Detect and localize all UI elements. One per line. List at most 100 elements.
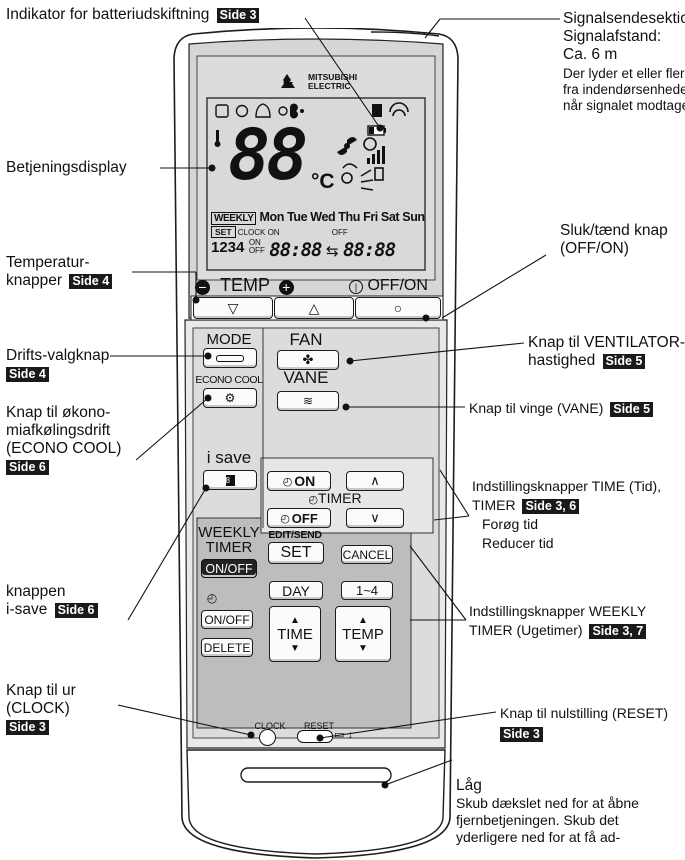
vane-label: VANE — [283, 368, 329, 387]
power-icon: | — [349, 280, 363, 294]
temp-down-button[interactable]: ▽ — [193, 297, 273, 319]
battery-callout: Indikator for batteriudskiftning Side 3 — [6, 6, 260, 24]
timer-off-label: OFF — [291, 510, 318, 526]
vane-callout: Knap til vinge (VANE) Side 5 — [469, 400, 654, 417]
program-on-tag: ON — [248, 238, 261, 247]
signal-distance-label: Signalafstand: — [563, 28, 662, 45]
delete-button[interactable]: DELETE — [201, 638, 253, 657]
timer-callout-ref: Side 3, 6 — [522, 499, 580, 514]
clock-callout-line2: (CLOCK) — [6, 700, 70, 717]
clock-callout-line1: Knap til ur — [6, 682, 76, 699]
signal-distance-value: Ca. 6 m — [563, 46, 618, 63]
timer-on-label: ON — [294, 473, 316, 489]
program-off-tag: OFF — [248, 246, 265, 255]
lid-callout: Låg — [456, 777, 482, 795]
isave-button[interactable]: 8 — [203, 470, 257, 490]
brand-label: MITSUBISHI ELECTRIC — [308, 73, 357, 91]
temp-up-button[interactable]: △ — [274, 297, 354, 319]
onoff-callout-line2: (OFF/ON) — [560, 240, 629, 257]
lid-callout-line1: Skub dækslet ned for at åbne — [456, 795, 639, 811]
time-down-triangle-icon: ▼ — [290, 642, 300, 654]
lid-callout-line2: fjernbetjeningen. Skub det — [456, 812, 619, 828]
temp-callout-ref: Side 4 — [69, 274, 113, 289]
timer-callout-up: Forøg tid — [482, 516, 539, 532]
vane-callout-ref: Side 5 — [610, 402, 654, 417]
clock-off-icon: ◴ — [280, 512, 290, 525]
clock-row: SET CLOCK ON OFF — [211, 226, 348, 238]
reset-callout: Knap til nulstilling (RESET) Side 3 — [500, 703, 668, 743]
weekly-temp-button[interactable]: ▲ TEMP ▼ — [335, 606, 391, 662]
chevron-up-icon: ∧ — [370, 473, 380, 488]
set-button[interactable]: SET — [268, 542, 324, 564]
time-up-button[interactable]: ∧ — [346, 471, 404, 491]
reset-button[interactable] — [297, 730, 333, 743]
timer-clock-icon: ◴ — [308, 494, 319, 506]
clock-on-tag: ON — [267, 228, 280, 237]
battery-arrow-icon: ▭ ↓ — [334, 729, 353, 741]
fan-callout-line1: Knap til VENTILATOR- — [528, 334, 685, 351]
isave-callout-line1: knappen — [6, 583, 66, 600]
time-down-button[interactable]: ∨ — [346, 508, 404, 528]
weekly-callout-ref: Side 3, 7 — [589, 624, 647, 639]
timer-off-button[interactable]: ◴ OFF — [267, 508, 331, 528]
weekly-onoff-button[interactable]: ON/OFF — [201, 559, 257, 578]
clock-button[interactable] — [259, 729, 276, 746]
isave-label: i save — [206, 448, 252, 467]
timer-on-button[interactable]: ◴ ON — [267, 471, 331, 491]
isave-callout: knappen i-save Side 6 — [6, 583, 98, 619]
temp-label: TEMP — [220, 275, 270, 295]
weekday-list: Mon Tue Wed Thu Fri Sat Sun — [259, 210, 426, 224]
program-row: 1234 ON OFF 88:88 ⇆ 88:88 — [211, 238, 396, 262]
clock-button-label: CLOCK — [254, 721, 286, 731]
econo-callout-line3: (ECONO COOL) — [6, 440, 122, 457]
temp-callout-line2: knapper — [6, 272, 63, 289]
fan-button[interactable]: ✤ — [277, 350, 339, 370]
minus-icon: − — [195, 280, 210, 295]
cancel-button[interactable]: CANCEL — [341, 545, 393, 564]
edit-send-label: EDIT/SEND — [268, 529, 322, 541]
signal-note-line3: når signalet modtages. — [563, 98, 685, 113]
triangle-down-icon: ▽ — [227, 299, 239, 316]
timer-on-time: 88:88 — [269, 239, 322, 261]
day-button[interactable]: DAY — [269, 581, 323, 600]
timer-callout-down: Reducer tid — [482, 535, 554, 551]
clock-tag: CLOCK — [237, 228, 266, 237]
temperature-readout: 88 — [228, 114, 308, 196]
isave-callout-ref: Side 6 — [54, 603, 98, 618]
isave-callout-line2: i-save — [6, 601, 48, 618]
chevron-down-icon: ∨ — [370, 510, 380, 525]
battery-callout-ref: Side 3 — [216, 8, 260, 23]
circle-icon: ○ — [393, 300, 403, 316]
mitsubishi-logo-icon — [281, 74, 295, 88]
signal-title: Signalsendesektion — [563, 10, 685, 27]
weekly-callout: Indstillingsknapper WEEKLY TIMER (Ugetim… — [469, 602, 647, 640]
signal-note: Der lyder et eller flere bip fra indendø… — [563, 66, 685, 114]
brand-subname: ELECTRIC — [308, 81, 351, 91]
signal-note-line1: Der lyder et eller flere bip — [563, 66, 685, 81]
mode-callout-text: Drifts-valgknap — [6, 347, 110, 364]
weekly-onoff-day-button[interactable]: ON/OFF — [201, 610, 253, 629]
mode-callout: Drifts-valgknap Side 4 — [6, 347, 109, 383]
weekly-label-line1: WEEKLY — [198, 524, 260, 541]
econo-cool-button[interactable]: ⚙ — [203, 388, 257, 408]
onoff-callout-line1: Sluk/tænd knap — [560, 222, 668, 239]
signal-callout: Signalsendesektion Signalafstand: Ca. 6 … — [563, 10, 685, 64]
onoff-callout: Sluk/tænd knap (OFF/ON) — [560, 222, 668, 258]
vane-button[interactable]: ≋ — [277, 391, 339, 411]
weekly-time-button[interactable]: ▲ TIME ▼ — [269, 606, 321, 662]
temp-callout: Temperatur- knapper Side 4 — [6, 254, 113, 290]
vane-callout-text: Knap til vinge (VANE) — [469, 400, 604, 416]
mode-callout-ref: Side 4 — [6, 367, 49, 382]
temperature-unit: °C — [311, 170, 335, 193]
mode-button[interactable] — [203, 348, 257, 368]
clock-callout-ref: Side 3 — [6, 720, 49, 735]
timer-callout-line1: Indstillingsknapper TIME (Tid), — [472, 478, 662, 494]
range-button[interactable]: 1~4 — [341, 581, 393, 600]
reset-button-label: RESET — [303, 721, 334, 731]
weekly-time-label: TIME — [277, 625, 313, 643]
weekly-tag: WEEKLY — [211, 212, 257, 225]
timer-label: ◴TIMER — [295, 491, 375, 508]
econo-icon: ⚙ — [224, 391, 236, 405]
fan-callout-ref: Side 5 — [602, 354, 646, 369]
onoff-button[interactable]: ○ — [355, 297, 441, 319]
